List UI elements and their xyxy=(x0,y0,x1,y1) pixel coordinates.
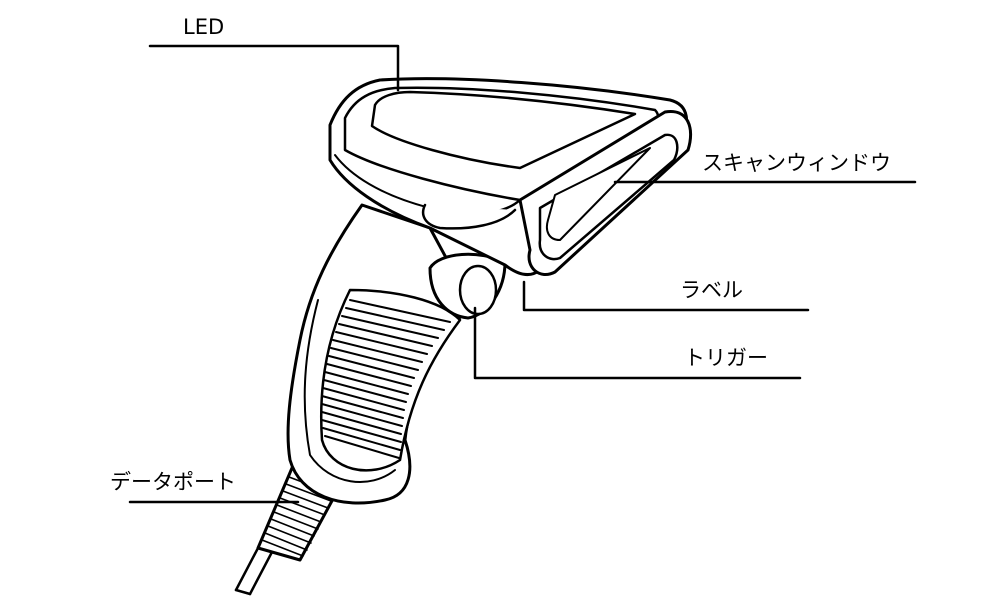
scan-window xyxy=(518,110,693,276)
label-leader-line xyxy=(522,280,810,312)
leader-lines xyxy=(128,44,917,504)
trigger xyxy=(428,252,507,320)
label-label: ラベル xyxy=(680,278,743,302)
cable xyxy=(234,546,274,596)
led-leader-line xyxy=(148,44,400,92)
scanner-head xyxy=(328,77,689,277)
trigger-label: トリガー xyxy=(684,346,768,370)
led-label: LED xyxy=(183,15,225,39)
scan-window-label: スキャンウィンドウ xyxy=(702,151,891,175)
data-port-label: データポート xyxy=(110,470,236,494)
trigger-leader-line xyxy=(473,306,802,380)
grip-panel xyxy=(320,288,462,472)
